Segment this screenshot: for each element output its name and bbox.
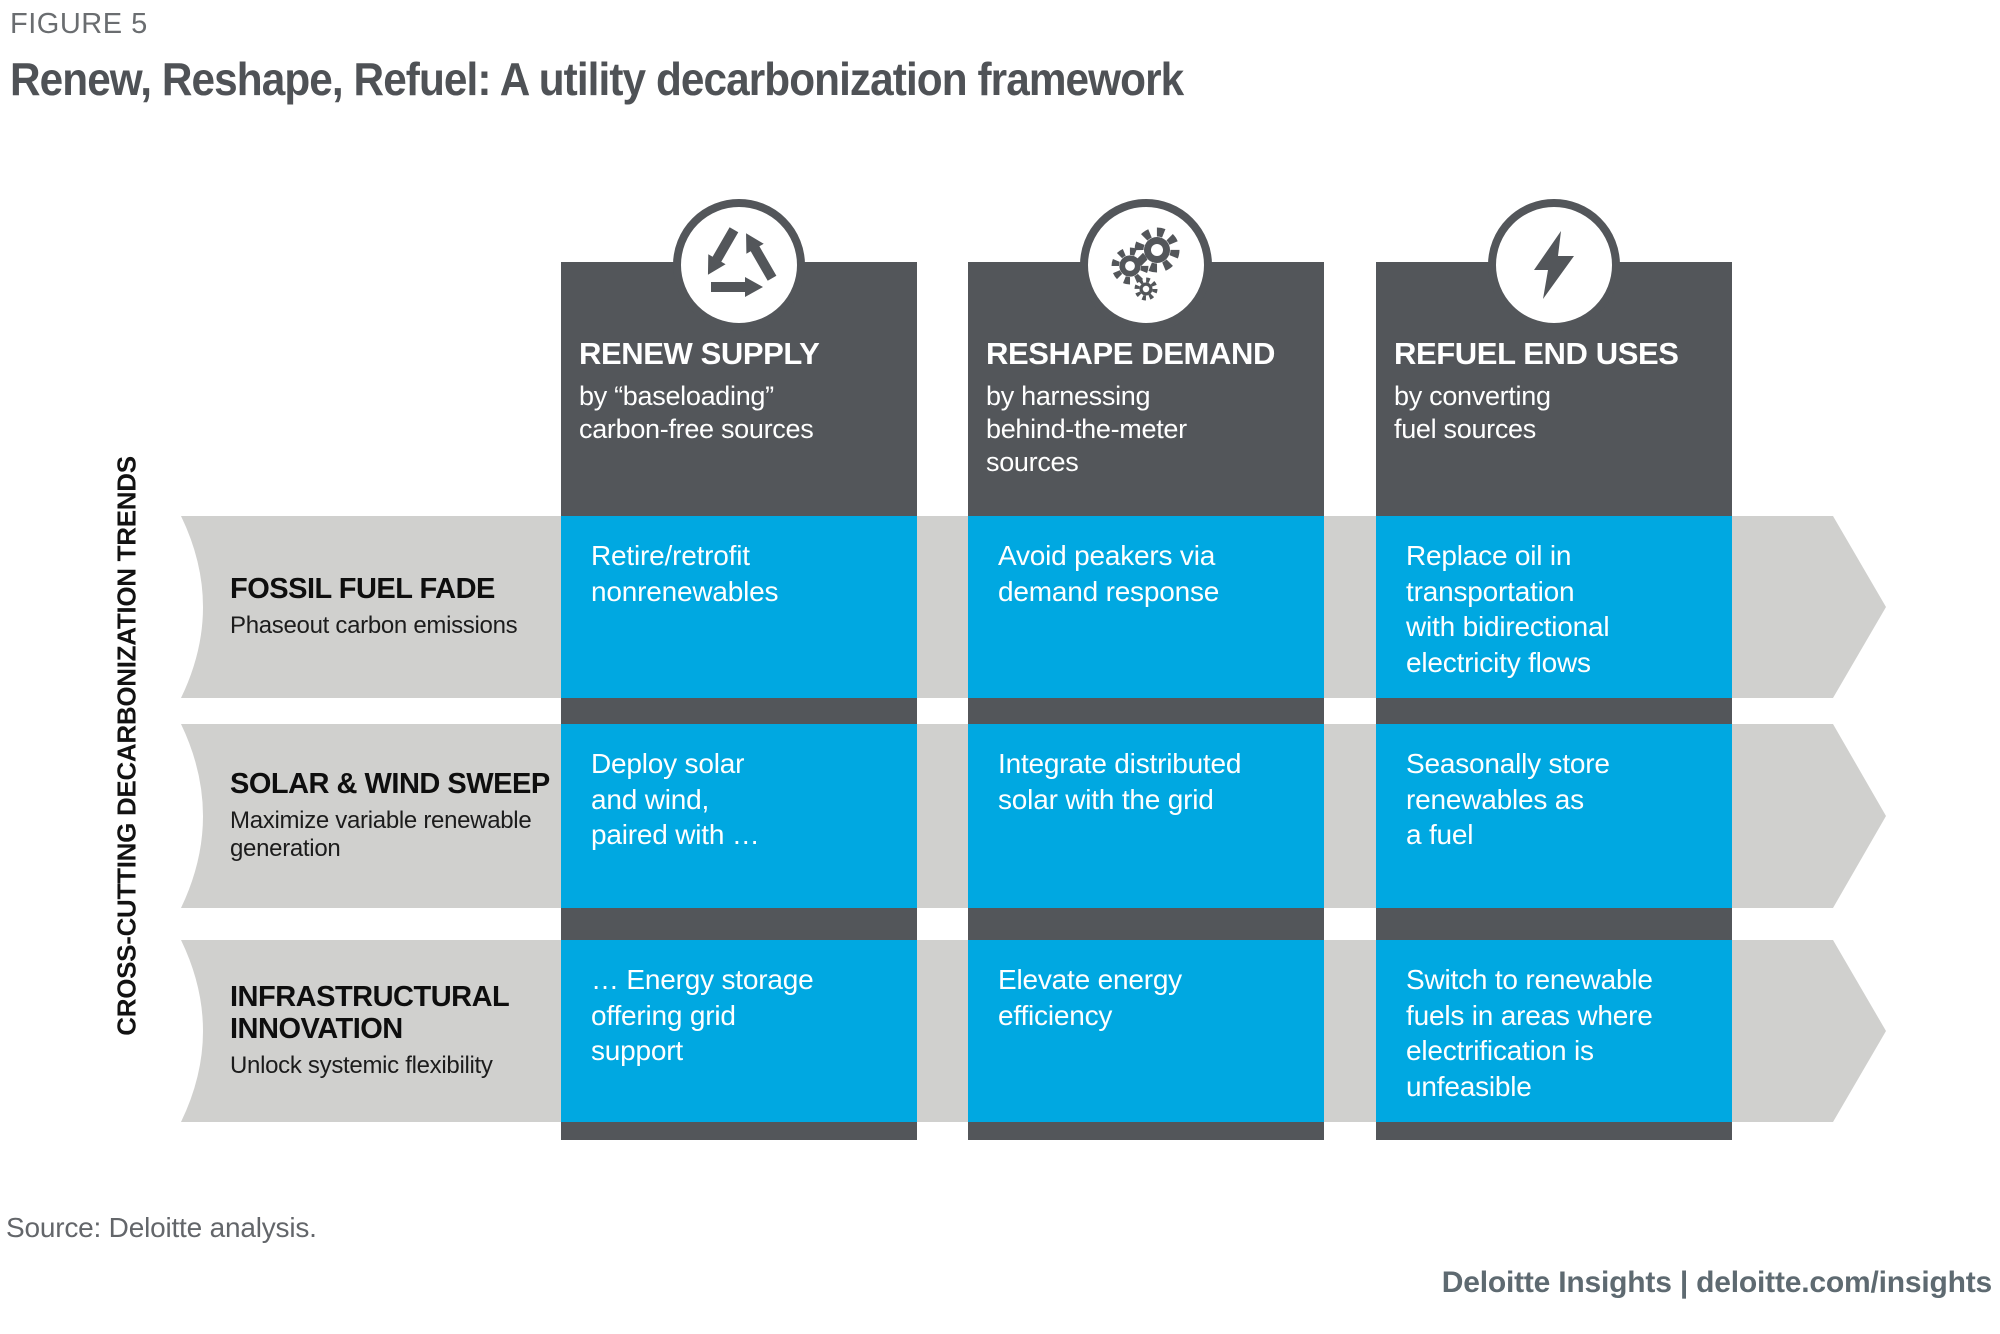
page-title: Renew, Reshape, Refuel: A utility decarb… — [10, 53, 1184, 105]
axis-label: CROSS-CUTTING DECARBONIZATION TRENDS — [111, 456, 142, 1036]
matrix-cell: … Energy storage offering grid support — [561, 940, 917, 1122]
column-title: RENEW SUPPLY — [579, 336, 820, 371]
trend-title: FOSSIL FUEL FADE — [230, 573, 495, 606]
gears-icon — [1111, 227, 1180, 301]
matrix-cell: Retire/retrofit nonrenewables — [561, 516, 917, 698]
trend-row-label: SOLAR & WIND SWEEP Maximize variable ren… — [230, 724, 570, 908]
matrix-cell: Deploy solar and wind, paired with … — [561, 724, 917, 908]
trend-title: SOLAR & WIND SWEEP — [230, 768, 550, 801]
trend-row-label: INFRASTRUCTURAL INNOVATION Unlock system… — [230, 940, 570, 1122]
column-title: REFUEL END USES — [1394, 336, 1679, 371]
matrix-cell: Elevate energy efficiency — [968, 940, 1324, 1122]
matrix-cell: Switch to renewable fuels in areas where… — [1376, 940, 1732, 1122]
column-subtitle: by harnessing behind-the-meter sources — [986, 381, 1187, 477]
column-icon-circle — [673, 199, 805, 331]
column-icon-circle — [1488, 199, 1620, 331]
trend-title: INFRASTRUCTURAL INNOVATION — [230, 981, 510, 1046]
column-subtitle: by “baseloading” carbon-free sources — [579, 381, 814, 444]
matrix-cell: Seasonally store renewables as a fuel — [1376, 724, 1732, 908]
figure-label: FIGURE 5 — [10, 8, 148, 40]
column-title: RESHAPE DEMAND — [986, 336, 1275, 371]
trend-subtitle: Maximize variable renewable generation — [230, 807, 532, 862]
column-refuel-end-uses: REFUEL END USES by converting fuel sourc… — [1376, 199, 1732, 1140]
column-reshape-demand: RESHAPE DEMAND by harnessing behind-the-… — [968, 199, 1324, 1140]
trend-row-label: FOSSIL FUEL FADE Phaseout carbon emissio… — [230, 516, 570, 698]
column-renew-supply: RENEW SUPPLY by “baseloading” carbon-fre… — [561, 199, 917, 1140]
lightning-icon — [1534, 231, 1574, 299]
column-subtitle: by converting fuel sources — [1394, 381, 1551, 444]
source-note: Source: Deloitte analysis. — [6, 1212, 317, 1243]
matrix-cell: Replace oil in transportation with bidir… — [1376, 516, 1732, 698]
brand-line: Deloitte Insights | deloitte.com/insight… — [1441, 1266, 1992, 1299]
trend-subtitle: Unlock systemic flexibility — [230, 1052, 493, 1080]
column-icon-circle — [1080, 199, 1212, 331]
column-header: RESHAPE DEMAND by harnessing behind-the-… — [986, 336, 1310, 479]
recycle-icon — [707, 227, 777, 297]
trend-subtitle: Phaseout carbon emissions — [230, 612, 518, 640]
column-header: REFUEL END USES by converting fuel sourc… — [1394, 336, 1718, 446]
column-header: RENEW SUPPLY by “baseloading” carbon-fre… — [579, 336, 903, 446]
matrix-cell: Avoid peakers via demand response — [968, 516, 1324, 698]
matrix-cell: Integrate distributed solar with the gri… — [968, 724, 1324, 908]
